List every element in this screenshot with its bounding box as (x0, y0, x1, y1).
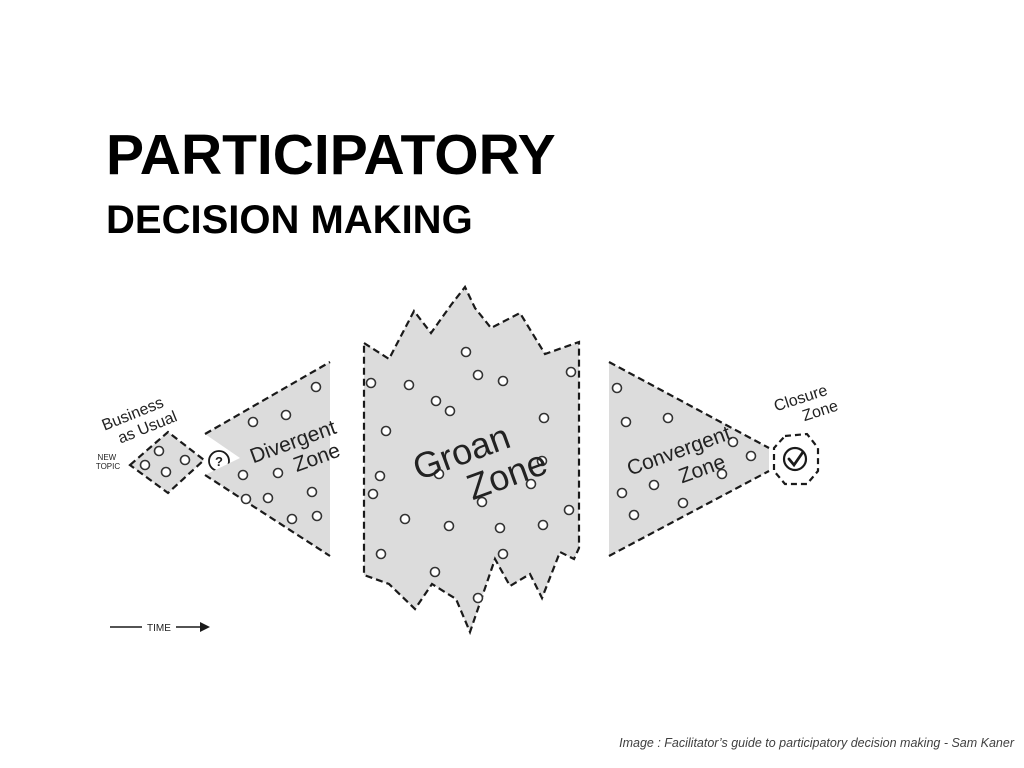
time-arrow (110, 622, 210, 632)
checkmark-icon (782, 446, 808, 472)
image-credit-caption: Image : Facilitator’s guide to participa… (619, 736, 1014, 750)
business-as-usual-dots (139, 445, 191, 478)
business-as-usual-diamond (128, 430, 206, 495)
diagram-canvas: ? (96, 284, 840, 636)
arrowhead-icon (200, 622, 210, 632)
divergent-zone-dots (237, 381, 323, 525)
new-topic-label: NEW TOPIC (96, 453, 121, 471)
time-label: TIME (147, 623, 171, 634)
slide-subtitle: DECISION MAKING (106, 198, 473, 242)
closure-zone-label: Closure Zone (772, 380, 840, 432)
convergent-zone-bottom-border (608, 470, 770, 557)
divergent-zone-top-border (204, 361, 331, 435)
groan-zone-shape (362, 284, 581, 636)
convergent-zone-top-border (608, 361, 770, 449)
participatory-decision-diagram: ? (72, 268, 848, 648)
groan-zone-dots (365, 346, 577, 604)
question-mark: ? (215, 454, 223, 469)
divergent-zone-bottom-border (204, 474, 331, 557)
convergent-zone-dots (611, 382, 757, 521)
convergent-zone-shape (609, 362, 769, 556)
divergent-zone-shape (205, 362, 330, 556)
slide-title: PARTICIPATORY (106, 123, 556, 187)
